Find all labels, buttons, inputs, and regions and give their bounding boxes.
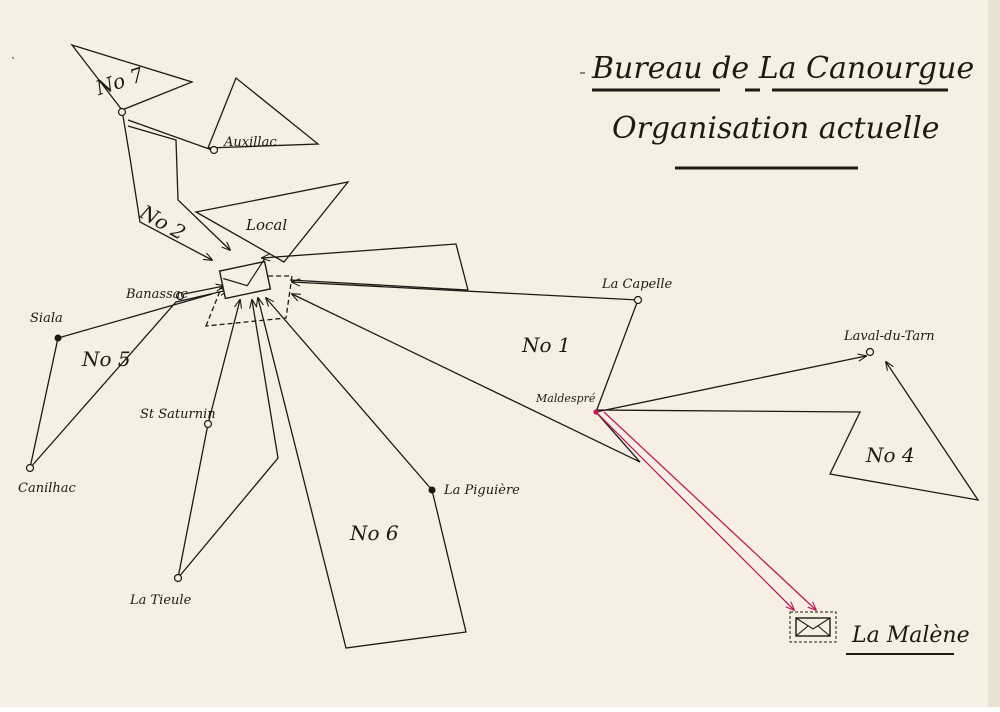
route-label-n4: No 4 [865, 443, 915, 467]
malaspre-node-icon [593, 409, 599, 415]
place-la-malene: La Malène [851, 623, 970, 648]
title-line2: Organisation actuelle [612, 111, 940, 146]
route-malene-line-b [603, 411, 816, 610]
place-siala: Siala [30, 311, 63, 326]
place-la-capelle: La Capelle [601, 277, 673, 292]
stop-siala-node-icon [54, 334, 62, 342]
envelope-icon [218, 259, 272, 300]
place-malaspre: Maldespré [535, 392, 596, 405]
route-2-path-a [121, 109, 212, 260]
route-6-piguiere-link [266, 298, 433, 491]
route-2-path-b [127, 125, 230, 250]
route-4-outbound [595, 356, 866, 413]
route-malene-line-a [595, 411, 794, 610]
stop-saturnin-node-icon [203, 419, 213, 429]
route-local-shape [194, 181, 350, 263]
route-5-siala-link [57, 293, 213, 339]
title-line1: Bureau de La Canourgue [591, 51, 974, 86]
route-auxillac-shape [207, 76, 320, 149]
place-st-saturnin: St Saturnin [140, 407, 216, 422]
route-label-n5: No 5 [81, 347, 131, 371]
stop-piguiere-node-icon [428, 486, 436, 494]
place-canilhac: Canilhac [18, 481, 77, 496]
route-6-piguiere [258, 298, 467, 649]
place-la-tieule: La Tieule [129, 593, 192, 608]
title-underline-1 [580, 72, 948, 92]
route-banassac-link [183, 286, 224, 295]
place-la-piguiere: La Piguière [443, 483, 520, 498]
place-laval-du-tarn: Laval-du-Tarn [843, 329, 935, 344]
corner-mark: ` [10, 56, 16, 69]
stop-auxillac-node-icon [209, 145, 219, 155]
paper-edge [988, 0, 1000, 707]
route-1-path [292, 294, 641, 463]
route-local-loop [262, 243, 469, 291]
stop-canilhac-node-icon [25, 463, 35, 473]
stop-n7-node-icon [117, 107, 127, 117]
route-1-capelle-link [292, 282, 639, 301]
stop-capelle-node-icon [633, 295, 643, 305]
local-office-area [204, 275, 293, 327]
route-7-shape [70, 43, 194, 111]
route-5-path [28, 290, 228, 471]
stop-tieule-node-icon [173, 573, 183, 583]
route-local-loop-return [289, 279, 469, 291]
route-auxillac-link [127, 119, 213, 151]
place-banassac: Banassac [125, 287, 189, 302]
place-local: Local [245, 216, 287, 234]
stop-laval-node-icon [865, 347, 875, 357]
route-6-tieule [177, 300, 279, 579]
route-label-n1: No 1 [521, 333, 571, 357]
route-4-loop [595, 362, 980, 501]
route-label-n6: No 6 [349, 521, 399, 545]
stop-banassac-node-icon [175, 291, 185, 301]
place-auxillac: Auxillac [223, 135, 277, 150]
envelope-icon [789, 611, 837, 643]
